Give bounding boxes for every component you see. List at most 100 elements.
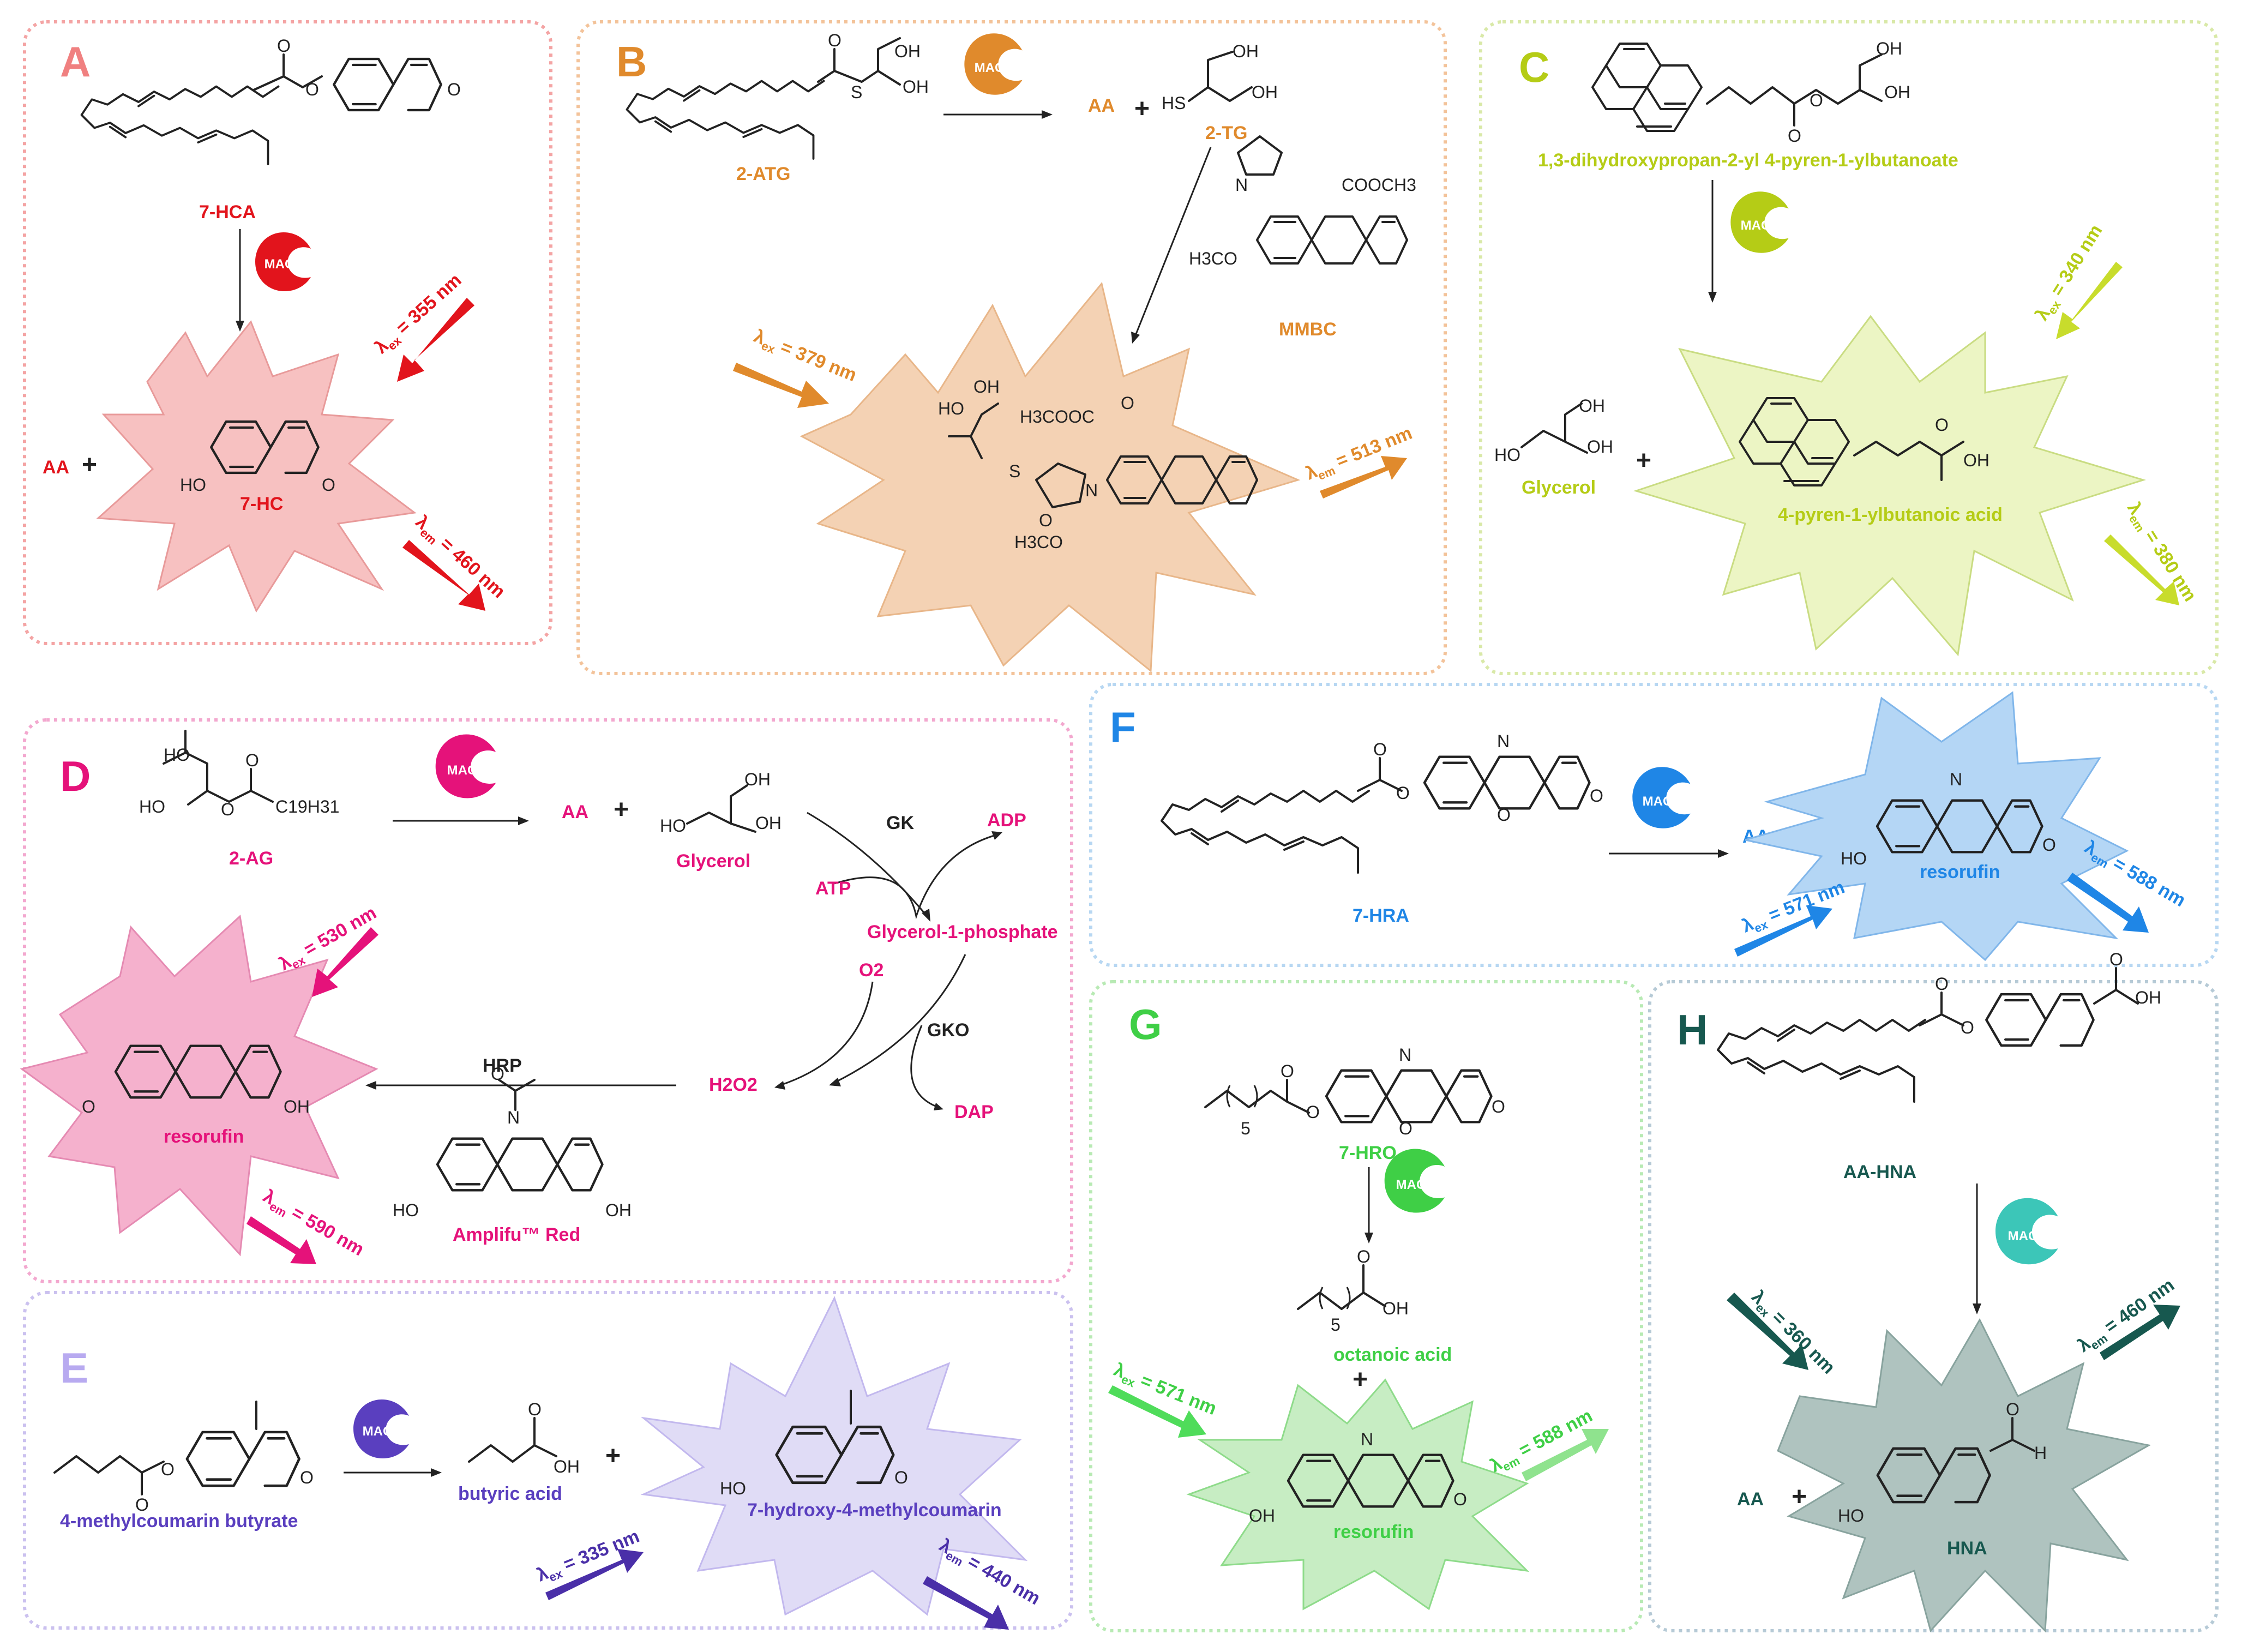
atom-o: O: [1281, 1061, 1294, 1081]
methoxy-label: H3CO: [1189, 249, 1237, 268]
panel-E-border: [23, 1291, 1073, 1630]
svg-text:MAGL: MAGL: [1741, 218, 1780, 233]
atom-o: O: [1935, 415, 1949, 435]
excitation-arrow: [2056, 262, 2123, 339]
svg-text:MAGL: MAGL: [447, 763, 486, 778]
substrate-2atg: 2-ATG: [736, 164, 790, 184]
magl-enzyme-icon: MAGL: [353, 1399, 409, 1458]
panel-B-letter: B: [616, 38, 647, 86]
atom-o: O: [245, 750, 259, 770]
atom-s: S: [851, 82, 862, 102]
atom-o: O: [300, 1468, 314, 1487]
atom-o: O: [221, 800, 235, 819]
fluorescence-star-H: [1777, 1318, 2151, 1633]
excitation-arrow: [545, 1549, 644, 1600]
atom-ho: HO: [660, 816, 686, 836]
excitation-arrow: [397, 298, 474, 382]
atom-n: N: [1085, 480, 1098, 500]
substrate-2ag: 2-AG: [229, 848, 273, 869]
fluorescence-star-D: [20, 915, 378, 1257]
plus-sign: +: [1792, 1482, 1807, 1511]
panel-E: E O O O 4-methylcoumarin butyrate MAGL O…: [53, 1296, 1044, 1630]
atom-n: N: [1950, 770, 1962, 789]
byproduct-aa: AA: [43, 457, 69, 478]
excitation-arrow: [1108, 1385, 1206, 1438]
panel-B-border: [576, 20, 1447, 675]
excitation-arrow: [733, 363, 829, 408]
product-hna: HNA: [1947, 1538, 1987, 1559]
product-7hc: 7-HC: [240, 494, 283, 514]
svg-text:MAGL: MAGL: [1643, 794, 1681, 809]
atom-o: O: [305, 80, 319, 99]
atom-n: N: [1399, 1045, 1411, 1065]
probe-mmbc: MMBC: [1279, 319, 1337, 340]
product-resorufin: resorufin: [1920, 862, 2000, 882]
atom-oh: OH: [903, 77, 929, 97]
gko-label: GKO: [927, 1020, 969, 1041]
atom-o: O: [2042, 835, 2056, 855]
panel-H: H O O O OH AA-HNA MAGL O H HO HNA AA + λ…: [1677, 950, 2180, 1633]
panel-borders: [23, 20, 2219, 1632]
substrate-7hro: 7-HRO: [1339, 1143, 1397, 1163]
plus-sign: +: [82, 450, 97, 479]
byproduct-octanoic-acid: octanoic acid: [1333, 1344, 1452, 1365]
atom-oh: OH: [554, 1457, 580, 1476]
atom-oh: OH: [1233, 41, 1259, 61]
panel-G-border: [1089, 980, 1643, 1632]
atom-o: O: [447, 80, 461, 99]
panel-G-letter: G: [1129, 1000, 1162, 1048]
atom-o: O: [2109, 950, 2123, 969]
atom-ho: HO: [1841, 849, 1867, 868]
atom-o: O: [135, 1495, 149, 1515]
excitation-label: λex = 571 nm: [1739, 877, 1849, 940]
panel-G: G 5 O O N O O 7-HRO MAGL 5 O OH octanoic…: [1108, 1000, 1609, 1611]
panel-E-letter: E: [60, 1344, 88, 1392]
atom-oh: OH: [1249, 1506, 1275, 1525]
emission-arrow: [2067, 873, 2149, 933]
adp-label: ADP: [987, 810, 1026, 831]
emission-arrow: [402, 540, 485, 611]
atom-ho: HO: [139, 797, 165, 816]
atom-ho: HO: [1838, 1506, 1864, 1525]
atom-oh: OH: [1383, 1299, 1409, 1318]
panel-B: B O S OH OH 2-ATG MAGL AA + HS OH OH 2-T…: [616, 31, 1416, 672]
fluorescence-star-A: [96, 320, 417, 613]
o2-label: O2: [859, 960, 883, 981]
byproduct-butyric-acid: butyric acid: [458, 1483, 562, 1504]
atom-n: N: [1497, 731, 1510, 751]
chain-n: 5: [1241, 1119, 1251, 1138]
atom-oh: OH: [1963, 450, 1989, 470]
atom-o: O: [2006, 1399, 2019, 1419]
hrp-label: HRP: [483, 1055, 522, 1076]
atom-n: N: [1361, 1429, 1373, 1449]
plus-sign: +: [614, 795, 629, 824]
excitation-label: λex = 340 nm: [2031, 221, 2109, 326]
atom-o: O: [1935, 974, 1949, 994]
atom-o: O: [161, 1459, 175, 1479]
substrate-7hra: 7-HRA: [1353, 905, 1409, 926]
atom-o: O: [1590, 786, 1603, 806]
atom-o: O: [277, 36, 291, 56]
panel-C-letter: C: [1519, 43, 1549, 91]
chain-label: C19H31: [275, 797, 339, 816]
atom-h: H: [2034, 1443, 2047, 1463]
fluorescence-star-G: [1186, 1378, 1530, 1611]
atom-oh: OH: [744, 770, 771, 789]
svg-text:MAGL: MAGL: [363, 1424, 401, 1439]
panel-F-letter: F: [1110, 703, 1136, 751]
atom-o: O: [1357, 1247, 1371, 1266]
plus-sign: +: [605, 1441, 621, 1470]
atom-o: O: [1492, 1097, 1505, 1116]
panel-C: C O O OH OH 1,3-dihydroxypropan-2-yl 4-p…: [1494, 39, 2201, 657]
emission-arrow: [2100, 1305, 2180, 1360]
atom-o: O: [322, 475, 335, 495]
reagent-amplifu-red: Amplifu™ Red: [453, 1224, 580, 1245]
emission-arrow: [2104, 534, 2179, 605]
atom-o: O: [894, 1468, 908, 1487]
magl-enzyme-icon: MAGL: [1730, 191, 1789, 253]
atom-o: O: [82, 1097, 95, 1116]
substrate-aa-hna: AA-HNA: [1843, 1162, 1916, 1182]
magl-enzyme-icon: MAGL: [964, 33, 1023, 95]
emission-label: λem = 588 nm: [2080, 837, 2189, 914]
emission-arrow: [247, 1216, 316, 1264]
